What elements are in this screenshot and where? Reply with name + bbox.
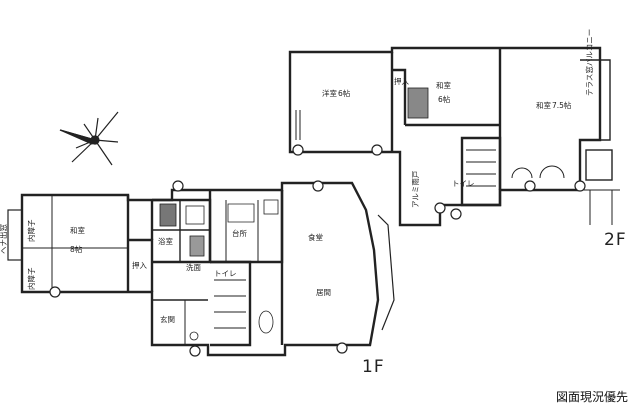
room-label: 和室: [70, 225, 85, 235]
second-floor-room-labels: 洋室 6帖 和室 6帖 和室 7.5帖 押入 トイレ アルミ雨戸 テラス窓バルコ…: [322, 29, 594, 208]
first-floor-room-labels: 和室 8帖 台所 食堂 居間 浴室 洗面 玄関 押入 トイレ ヘナ出窓 内障子 …: [0, 219, 331, 324]
room-label: 押入: [132, 260, 147, 270]
room-label: 玄関: [160, 314, 175, 324]
floor-label-1f: 1F: [362, 357, 385, 377]
room-label: 台所: [232, 228, 247, 238]
room-label: 洋室: [322, 88, 337, 98]
room-label: 居間: [316, 288, 331, 297]
room-label: トイレ: [452, 179, 475, 188]
side-label: アルミ雨戸: [411, 170, 420, 208]
floor-label-2f: 2F: [604, 230, 627, 250]
room-label: 浴室: [158, 236, 173, 246]
north-compass-icon: [59, 111, 119, 166]
side-label: ヘナ出窓: [0, 224, 8, 254]
second-floor-plan: [288, 46, 620, 227]
room-label: トイレ: [214, 269, 237, 278]
room-size: 8帖: [70, 244, 83, 254]
room-label: 食堂: [308, 232, 323, 242]
first-floor-plan: [7, 181, 395, 357]
side-label: 内障子: [26, 267, 36, 290]
side-label: 内障子: [26, 219, 36, 242]
room-label: 押入: [394, 76, 409, 86]
room-size: 6帖: [338, 88, 351, 98]
room-size: 6帖: [438, 94, 451, 104]
room-label: 和室: [436, 80, 451, 90]
room-size: 7.5帖: [552, 100, 572, 110]
room-label: 洗面: [186, 262, 201, 272]
side-label: テラス窓バルコニー: [584, 29, 594, 96]
room-label: 和室: [536, 100, 551, 110]
current-condition-priority-note: 図面現況優先: [556, 390, 629, 404]
